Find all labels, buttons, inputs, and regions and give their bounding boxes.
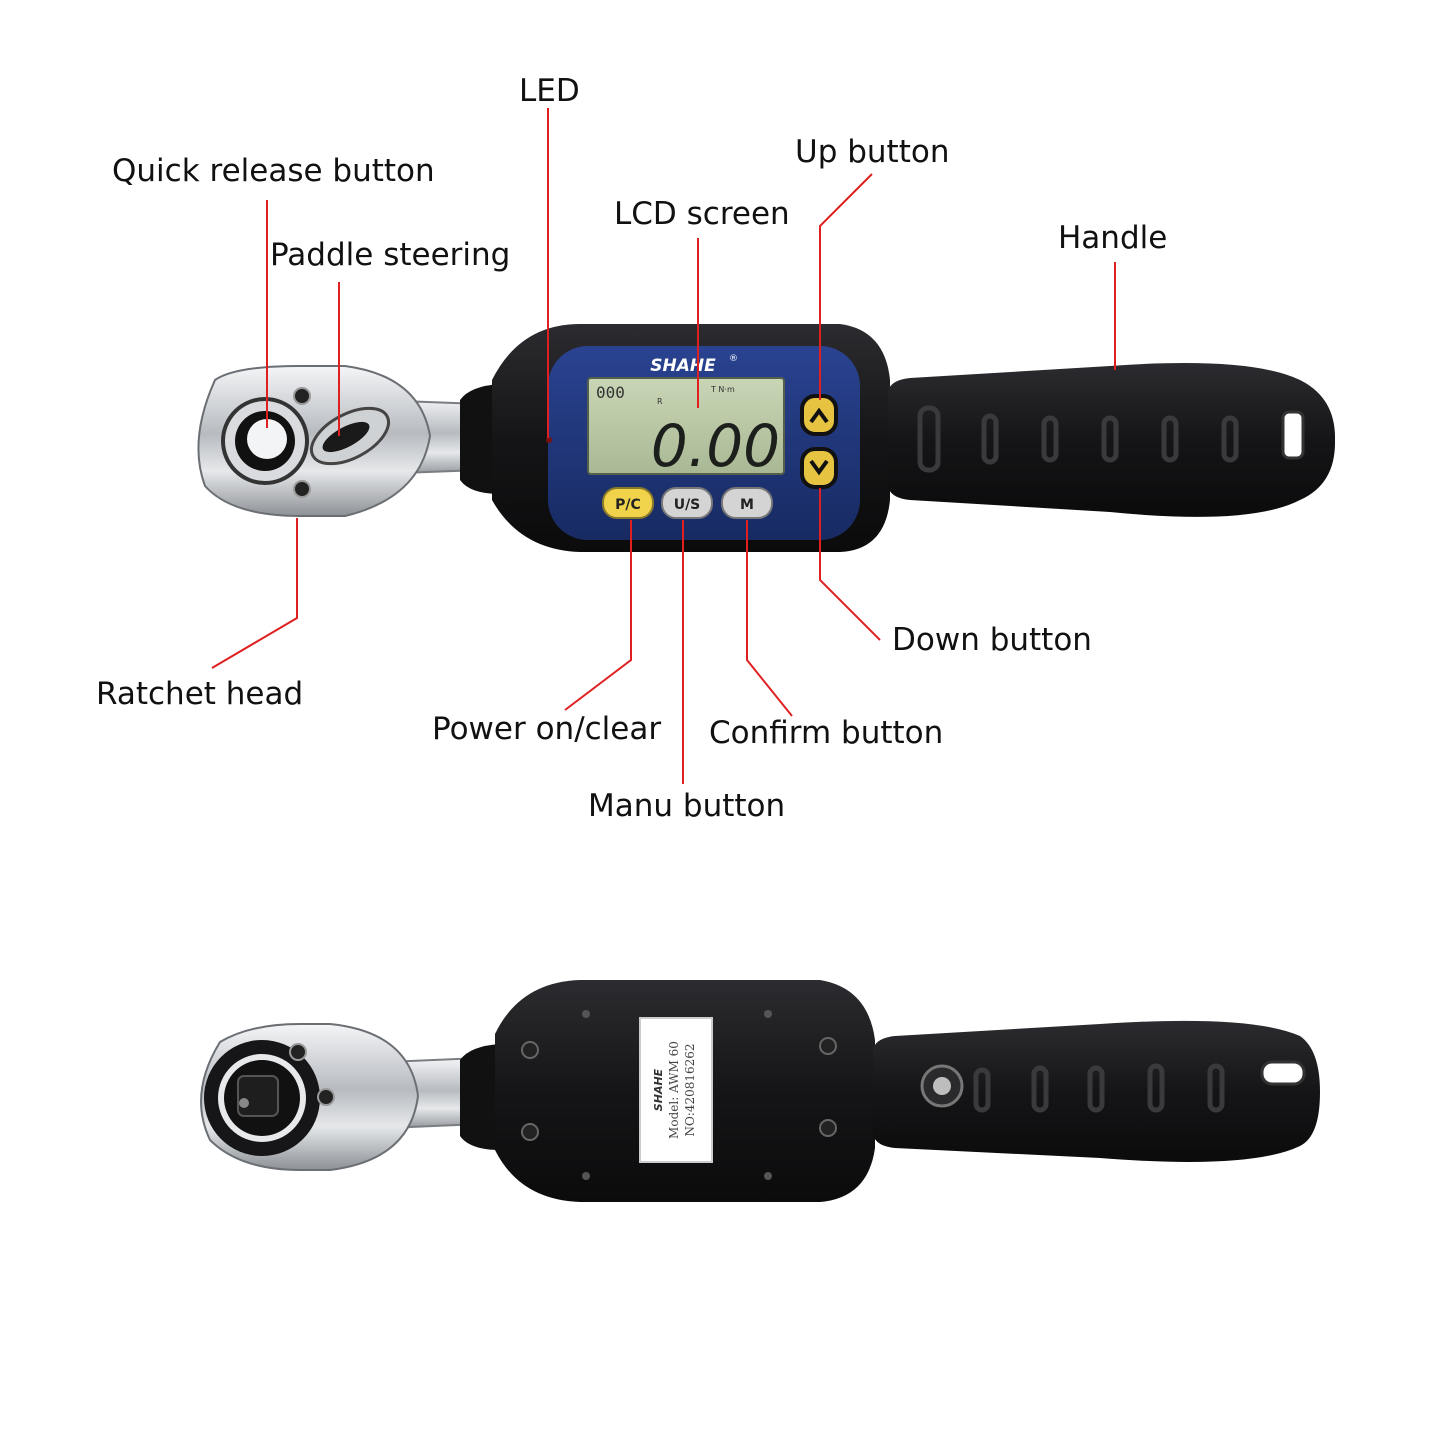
lcd-small-digits: 000: [596, 383, 625, 402]
power-callout-line: [564, 520, 632, 711]
confirm-callout-line: [746, 520, 793, 717]
pc-button-label: P/C: [615, 497, 641, 513]
label-manu-button: Manu button: [588, 788, 786, 824]
ratchet-callout-line: [211, 518, 298, 669]
pc-button[interactable]: P/C: [602, 487, 654, 519]
quick-release-button-shape: [221, 397, 309, 485]
up-button-shape[interactable]: [800, 394, 838, 436]
lcd-r-indicator: R: [657, 397, 663, 406]
label-paddle-steering: Paddle steering: [270, 237, 511, 273]
label-model: Model: AWM 60: [667, 1041, 681, 1139]
registered-mark: ®: [729, 354, 738, 364]
up-callout-line: [819, 173, 873, 400]
chevron-down-icon: [809, 459, 829, 476]
handle-shape: [888, 363, 1336, 517]
label-handle: Handle: [1058, 220, 1168, 256]
label-serial: NO:420816262: [683, 1043, 697, 1136]
us-button[interactable]: U/S: [661, 487, 713, 519]
label-power-clear: Power on/clear: [432, 711, 662, 747]
m-button[interactable]: M: [721, 487, 773, 519]
chevron-up-icon: [809, 407, 829, 424]
label-confirm-button: Confirm button: [709, 715, 944, 751]
brand-logo: SHAHE: [650, 356, 716, 376]
m-button-label: M: [740, 497, 754, 513]
down-button-shape[interactable]: [800, 447, 838, 489]
label-led: LED: [519, 73, 580, 109]
us-button-label: U/S: [674, 497, 701, 513]
wrench-back-view: SHAHE Model: AWM 60 NO:420816262: [200, 980, 1320, 1202]
label-down-button: Down button: [892, 622, 1092, 658]
down-callout-line: [819, 488, 881, 641]
lcd-unit: T N·m: [710, 385, 735, 394]
hanging-hole: [1281, 410, 1305, 460]
product-label: SHAHE Model: AWM 60 NO:420816262: [639, 1017, 713, 1163]
lcd-screen: [587, 377, 785, 475]
lcd-reading: 0.00: [651, 412, 780, 480]
label-quick-release: Quick release button: [112, 153, 435, 189]
label-lcd-screen: LCD screen: [614, 196, 790, 232]
callout-lines: [211, 108, 1116, 784]
label-up-button: Up button: [795, 134, 950, 170]
led-indicator: [546, 437, 552, 443]
label-ratchet-head: Ratchet head: [96, 676, 304, 712]
label-brand: SHAHE: [652, 1068, 665, 1111]
wrench-front-view: SHAHE ® 000 R T N·m 0.00 P/C U/S M: [197, 324, 1336, 552]
